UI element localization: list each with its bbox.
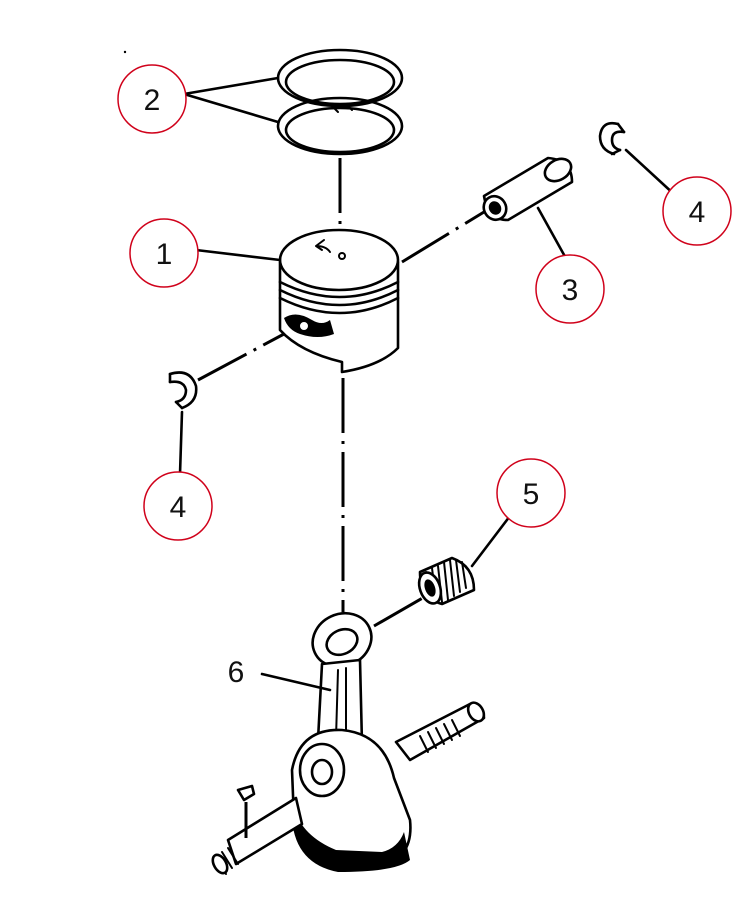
callout-2: 2 xyxy=(117,64,187,134)
callout-5-label: 5 xyxy=(523,478,540,511)
circlip-left-axis-line xyxy=(197,332,285,382)
stray-dot xyxy=(123,50,127,54)
label-6: 6 xyxy=(228,656,245,689)
circlip-right xyxy=(598,121,626,156)
piston-rings xyxy=(276,48,404,156)
callout-1-label: 1 xyxy=(156,238,173,271)
crankshaft xyxy=(211,611,486,875)
piston xyxy=(278,228,400,374)
pin-axis-line xyxy=(401,210,485,264)
callout-5: 5 xyxy=(496,458,566,528)
callout-4-left: 4 xyxy=(143,471,213,541)
needle-bearing xyxy=(417,556,476,606)
callout-4-right: 4 xyxy=(662,176,732,246)
piston-pin xyxy=(482,156,574,222)
callout-3-label: 3 xyxy=(562,274,579,307)
callout-3: 3 xyxy=(535,254,605,324)
callout-4-right-label: 4 xyxy=(689,196,706,229)
callout-2-label: 2 xyxy=(144,84,161,117)
circlip-left xyxy=(168,371,198,410)
bearing-axis-line xyxy=(373,594,427,628)
callout-4-left-label: 4 xyxy=(170,491,187,524)
callout-1: 1 xyxy=(129,218,199,288)
leader-lines xyxy=(178,76,678,692)
